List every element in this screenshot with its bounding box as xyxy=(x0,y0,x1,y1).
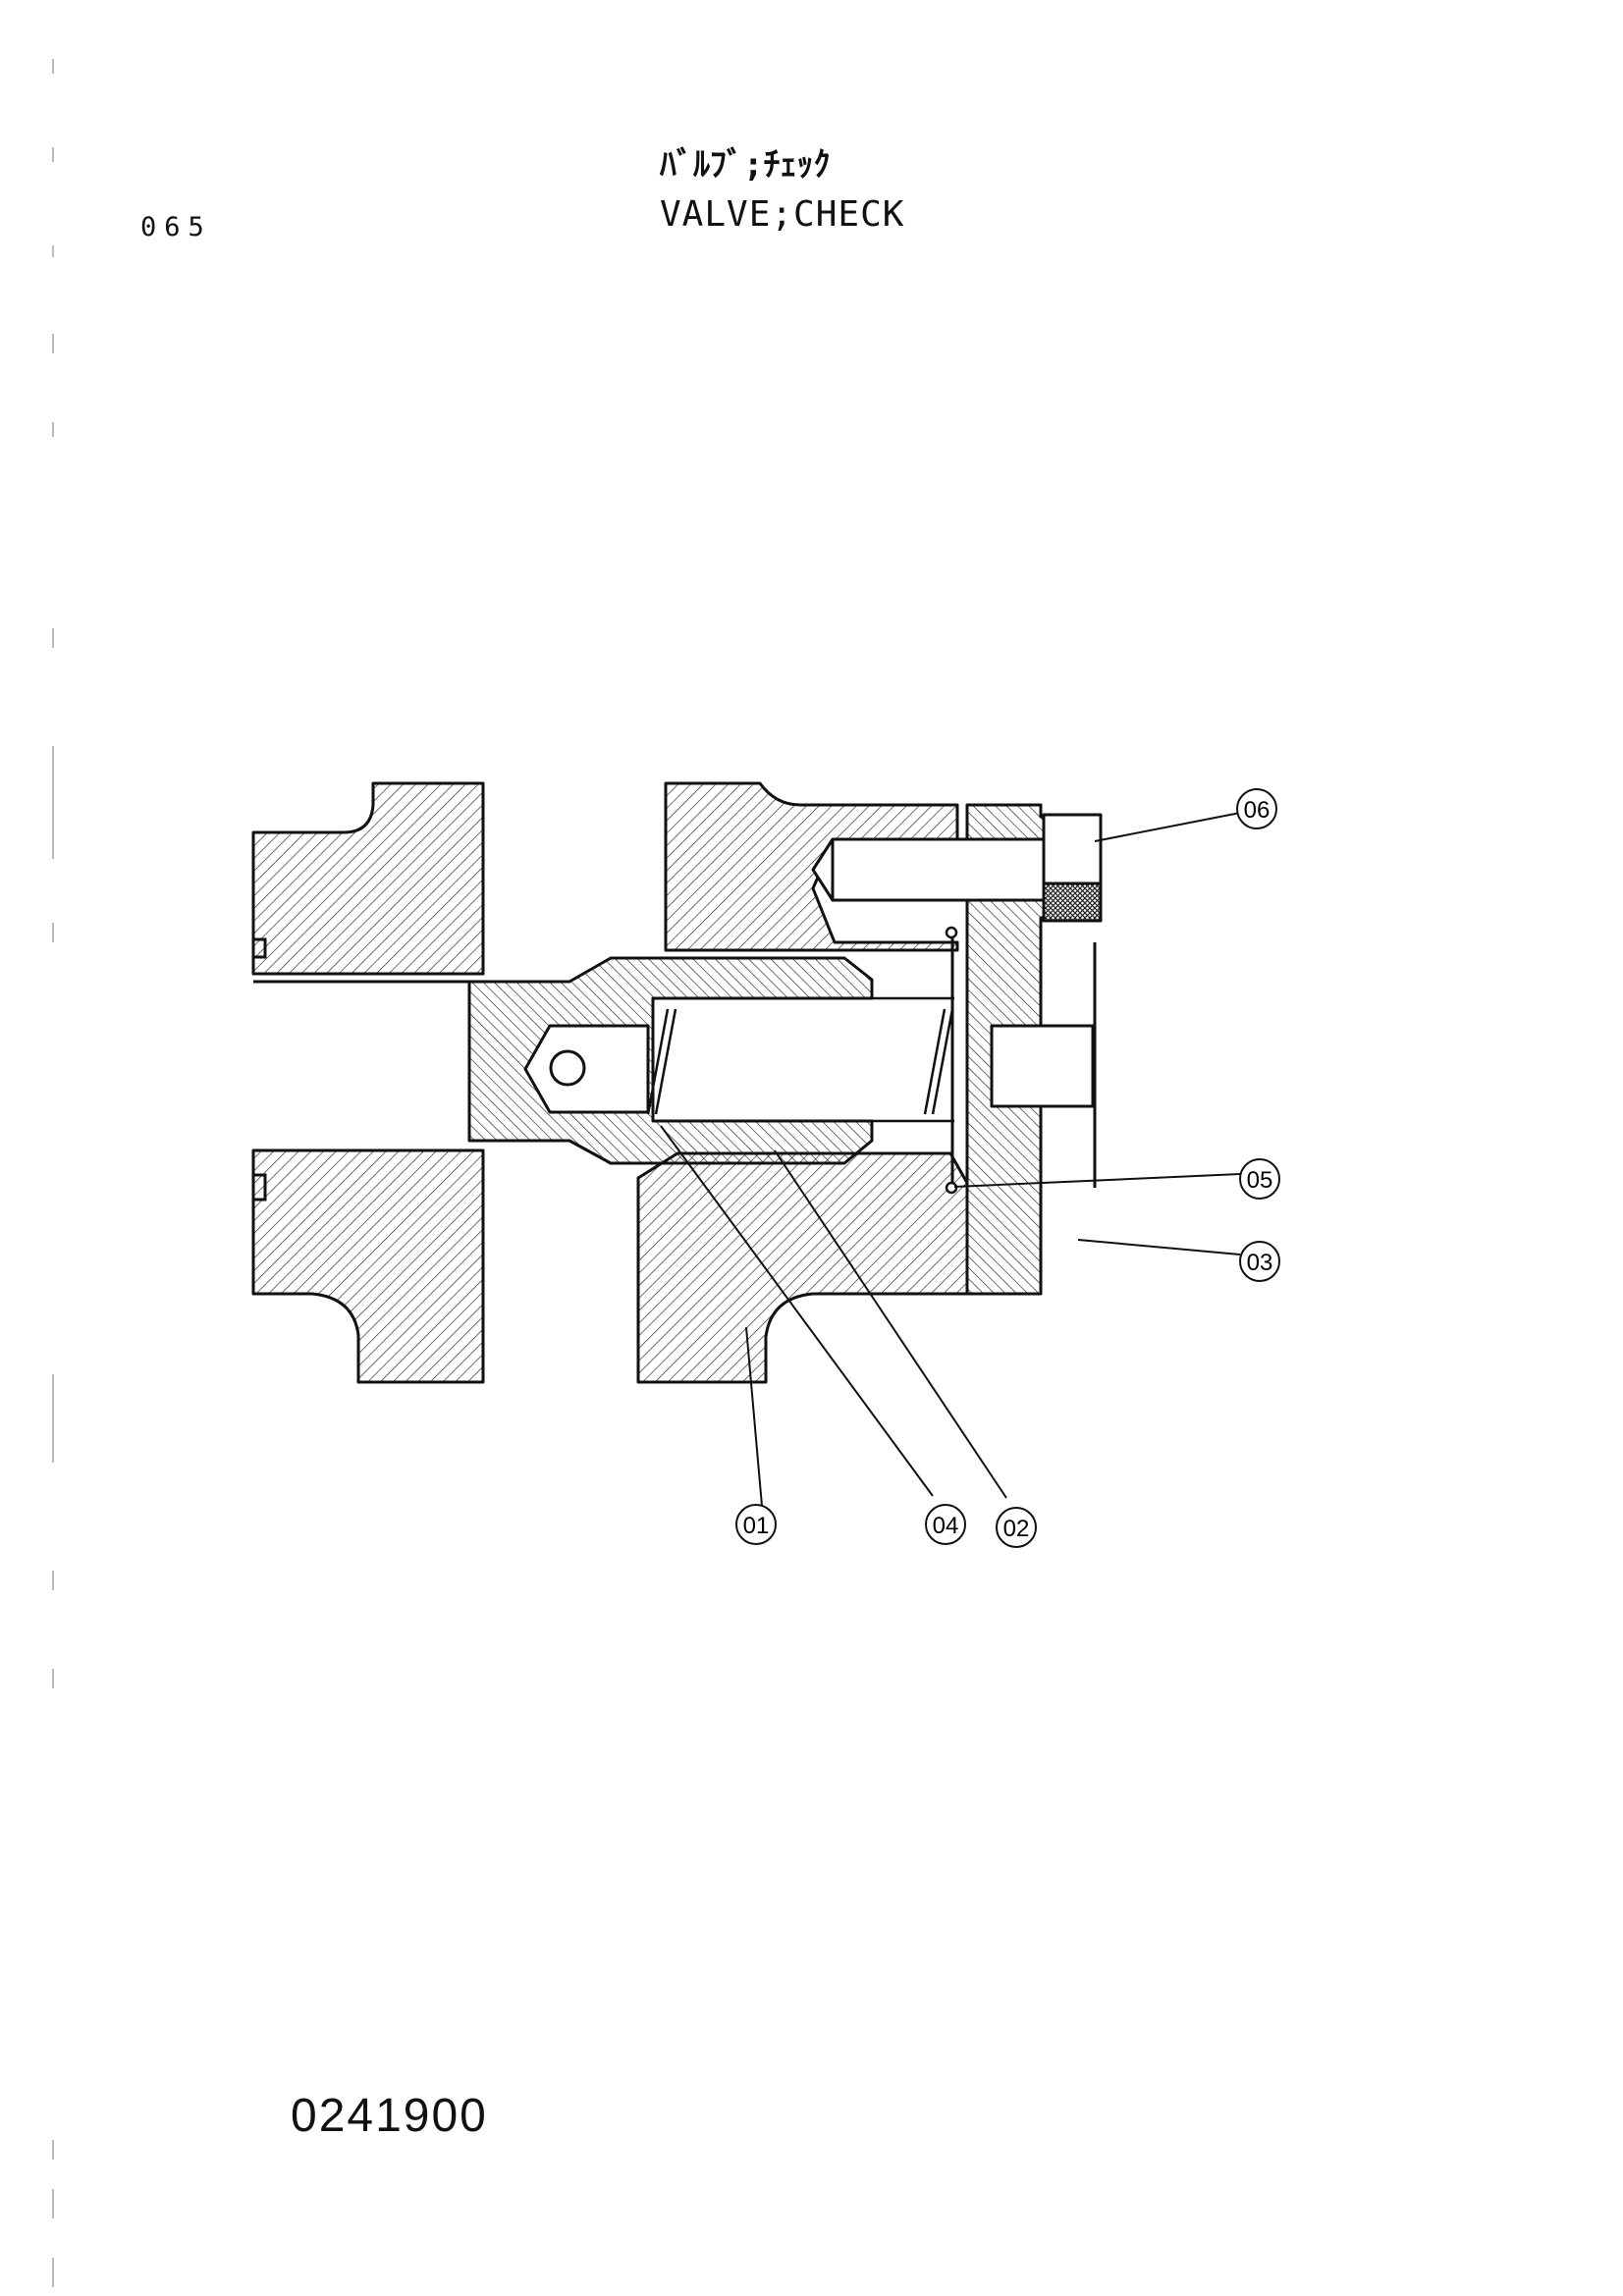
bolt-tip xyxy=(811,837,835,902)
callout-05: 05 xyxy=(1239,1158,1280,1200)
svg-text:02: 02 xyxy=(1003,1516,1030,1542)
body-upper-right xyxy=(664,781,959,952)
callout-03: 03 xyxy=(1239,1241,1280,1282)
title-english: VALVE;CHECK xyxy=(660,194,905,235)
callout-06: 06 xyxy=(1236,788,1277,829)
svg-text:05: 05 xyxy=(1247,1167,1273,1194)
cover-bore xyxy=(990,1024,1095,1108)
spring xyxy=(646,996,954,1123)
callout-04: 04 xyxy=(925,1504,966,1545)
bolt-knurl xyxy=(1042,881,1103,923)
bolt-shank xyxy=(831,837,1046,902)
svg-text:03: 03 xyxy=(1247,1250,1273,1276)
body-lower-left xyxy=(251,1148,485,1384)
callout-01: 01 xyxy=(735,1504,777,1545)
title-japanese: ﾊﾞﾙﾌﾞ;ﾁｪｯｸ xyxy=(660,145,831,185)
body-upper-left xyxy=(251,781,485,976)
page-number: 065 xyxy=(140,212,212,242)
svg-text:01: 01 xyxy=(743,1513,770,1539)
drawing-number: 0241900 xyxy=(291,2090,488,2142)
svg-text:04: 04 xyxy=(933,1513,959,1539)
poppet-bore xyxy=(523,1024,650,1114)
body-lower-right xyxy=(636,1151,969,1384)
callout-02: 02 xyxy=(996,1507,1037,1548)
svg-text:06: 06 xyxy=(1244,797,1271,824)
scan-edge-marks xyxy=(52,59,54,2287)
